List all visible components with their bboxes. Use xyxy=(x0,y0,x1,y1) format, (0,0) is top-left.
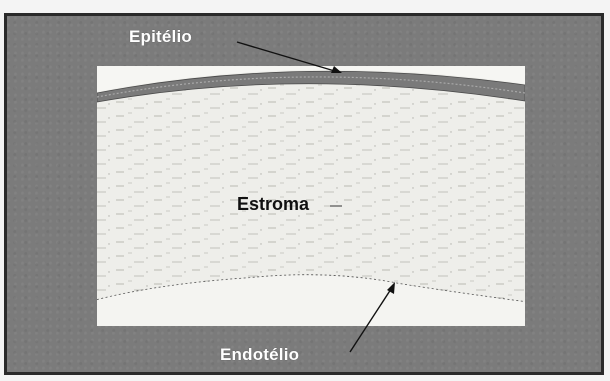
stroma-region xyxy=(97,80,525,302)
epithelium-label: Epitélio xyxy=(129,27,192,47)
stroma-label: Estroma xyxy=(237,194,309,215)
endothelium-label: Endotélio xyxy=(220,345,299,365)
